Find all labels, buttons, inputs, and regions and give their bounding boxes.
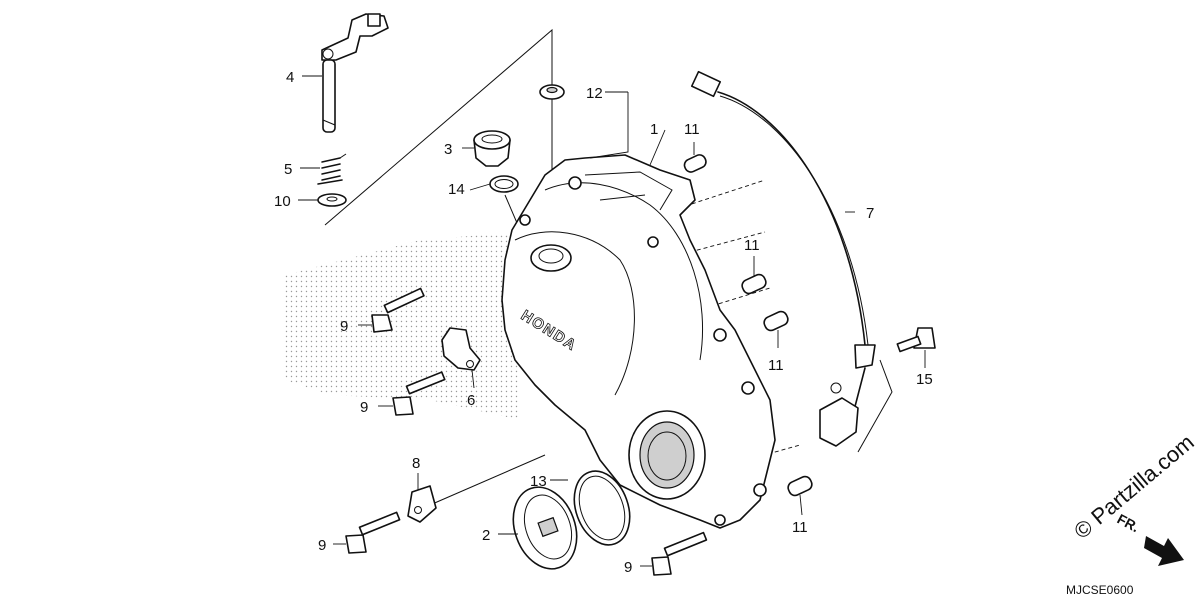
engine-shadow [285, 232, 520, 420]
washer[interactable] [317, 193, 347, 207]
leader-lines [298, 75, 926, 567]
callout-10: 10 [274, 193, 291, 210]
bolt-9[interactable] [651, 531, 708, 576]
cap-o-ring[interactable] [565, 463, 640, 552]
bolt-9[interactable] [392, 371, 446, 416]
crankcase-cover[interactable]: HONDA [501, 154, 776, 529]
callout-labels: 1 2 3 4 5 6 7 8 9 9 9 9 10 11 11 11 11 1… [274, 69, 933, 576]
callout-9: 9 [340, 318, 348, 335]
callout-13: 13 [530, 473, 547, 490]
callout-1: 1 [650, 121, 658, 138]
arrow-icon [1144, 536, 1184, 566]
sensor-harness[interactable] [690, 70, 876, 447]
callout-8: 8 [412, 455, 420, 472]
collar[interactable] [407, 485, 437, 523]
callout-6: 6 [467, 392, 475, 409]
callout-7: 7 [866, 205, 874, 222]
grommet[interactable] [539, 84, 565, 100]
hole-cap[interactable] [502, 478, 587, 577]
callout-9: 9 [624, 559, 632, 576]
callout-9: 9 [360, 399, 368, 416]
callout-5: 5 [284, 161, 292, 178]
shift-lever-shaft[interactable] [321, 13, 389, 133]
diagram-code: MJCSE0600 [1066, 583, 1134, 597]
callout-12: 12 [586, 85, 603, 102]
callout-15: 15 [916, 371, 933, 388]
bolt-15[interactable] [896, 327, 936, 353]
dowel-pin[interactable] [762, 310, 790, 333]
callout-2: 2 [482, 527, 490, 544]
callout-11: 11 [744, 237, 760, 254]
callout-14: 14 [448, 181, 465, 198]
return-spring[interactable] [317, 153, 347, 185]
dowel-pin[interactable] [786, 475, 814, 498]
callout-11: 11 [792, 519, 808, 536]
oil-filler-cap[interactable] [473, 130, 511, 167]
callout-9: 9 [318, 537, 326, 554]
front-direction-indicator: FR. [1115, 511, 1184, 566]
bolt-9[interactable] [345, 511, 401, 554]
dowel-pin[interactable] [740, 273, 768, 296]
callout-4: 4 [286, 69, 294, 86]
filler-o-ring[interactable] [489, 175, 519, 193]
dowel-pin[interactable] [682, 153, 707, 174]
clamp[interactable] [441, 327, 481, 371]
bolt-9[interactable] [371, 287, 425, 333]
callout-3: 3 [444, 141, 452, 158]
callout-11: 11 [768, 357, 784, 374]
callout-11: 11 [684, 121, 700, 138]
